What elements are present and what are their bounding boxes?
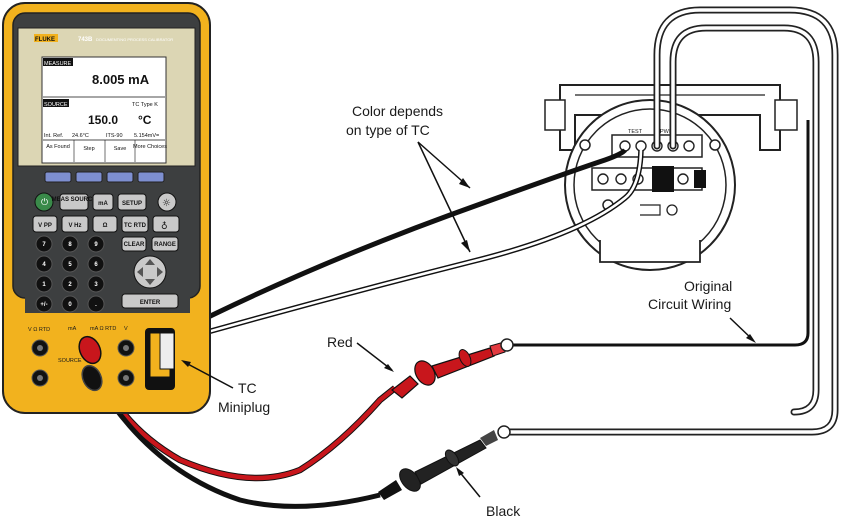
- vpp-button: [32, 215, 58, 233]
- softkey-save: Save: [114, 146, 127, 152]
- brand-text: FLUKE: [35, 37, 55, 43]
- softkey-labels: As Found Step Save More Choices: [46, 140, 167, 162]
- function-keys[interactable]: ⏻ MEAS SOURCE mA SETUP ☼ V PP V Hz Ω TC …: [32, 192, 180, 233]
- key-decimal[interactable]: .: [95, 302, 97, 308]
- source-value: 150.0: [88, 113, 118, 127]
- setup-button: [117, 193, 147, 211]
- key-9[interactable]: 9: [94, 242, 98, 248]
- jack-label-v: V: [124, 326, 128, 332]
- transmitter: TEST PWR: [544, 84, 798, 271]
- label-tc: TC: [238, 380, 257, 396]
- source-label: SOURCE: [44, 102, 68, 108]
- vhz-key-label: V Hz: [68, 223, 81, 229]
- its-label: ITS-90: [106, 133, 123, 139]
- softkey-more: More Choices: [133, 144, 167, 150]
- fluke-calibrator: FLUKE 743B DOCUMENTING PROCESS CALIBRATO…: [2, 2, 211, 414]
- power-button: [34, 192, 54, 212]
- red-clip: [391, 338, 514, 399]
- ohm-button: [92, 215, 118, 233]
- lcd-screen: [41, 56, 167, 164]
- softkey-as-found: As Found: [46, 144, 70, 150]
- meas-source-button: [59, 193, 89, 211]
- svg-text:⏻: ⏻: [41, 197, 48, 207]
- arrow-down-icon: [145, 279, 155, 285]
- callouts: Color depends on type of TC Original Cir…: [181, 103, 756, 519]
- tc-type: TC Type K: [132, 102, 158, 108]
- enter-key-label: ENTER: [140, 300, 161, 306]
- jack-label-ma-rtd: mA Ω RTD: [90, 326, 116, 332]
- int-ref-label: Int. Ref.: [44, 133, 64, 139]
- arrow-up-icon: [145, 259, 155, 265]
- black-plug: [81, 364, 103, 392]
- model-subtitle: DOCUMENTING PROCESS CALIBRATOR: [96, 37, 173, 42]
- label-miniplug: Miniplug: [218, 399, 270, 415]
- label-black: Black: [486, 503, 521, 519]
- label-color-depends-2: on type of TC: [346, 122, 430, 138]
- label-original-1: Original: [684, 278, 732, 294]
- vhz-button: [61, 215, 89, 233]
- enter-button: [121, 293, 179, 309]
- tc-wire-light: [171, 149, 643, 344]
- black-clip: [378, 425, 511, 500]
- model-text: 743B: [78, 37, 93, 43]
- key-8[interactable]: 8: [68, 242, 72, 248]
- label-red: Red: [327, 334, 353, 350]
- sensor-connector: [652, 166, 674, 192]
- backlight-button: [157, 192, 177, 212]
- ma-key-label: mA: [98, 201, 108, 207]
- terminal-label-test: TEST: [628, 129, 643, 135]
- key-1[interactable]: 1: [42, 282, 46, 288]
- key-2[interactable]: 2: [68, 282, 72, 288]
- key-7[interactable]: 7: [42, 242, 46, 248]
- arrow-left-icon: [137, 267, 143, 277]
- arrow-right-icon: [157, 267, 163, 277]
- key-6[interactable]: 6: [94, 262, 98, 268]
- svg-text:♁: ♁: [161, 221, 168, 232]
- clear-key-label: CLEAR: [124, 242, 145, 248]
- softkey-step: Step: [83, 146, 94, 152]
- fluke-logo: [34, 34, 58, 42]
- key-5[interactable]: 5: [68, 262, 72, 268]
- vpp-key-label: V PP: [38, 223, 52, 229]
- measure-value: 8.005 mA: [92, 72, 150, 87]
- setup-key-label: SETUP: [122, 201, 142, 207]
- jack-label-v-rtd: V Ω RTD: [28, 327, 50, 333]
- arrow-pad: [133, 255, 167, 289]
- mv-value: 5.154mV=: [134, 133, 159, 139]
- measure-label: MEASURE: [44, 61, 72, 67]
- jack-label-ma: mA: [68, 326, 77, 332]
- meas-source-label: MEAS SOURCE: [52, 197, 97, 203]
- key-3[interactable]: 3: [94, 282, 98, 288]
- terminal-screws-bottom: [597, 173, 689, 185]
- label-original-2: Circuit Wiring: [648, 296, 731, 312]
- terminal-label-pwr: PWR: [660, 129, 673, 135]
- range-key-label: RANGE: [154, 242, 176, 248]
- source-unit: °C: [138, 113, 152, 127]
- tc-rtd-key-label: TC RTD: [124, 223, 147, 229]
- key-0[interactable]: 0: [68, 302, 72, 308]
- black-lead-wire: [92, 376, 381, 509]
- label-color-depends-1: Color depends: [352, 103, 443, 119]
- ma-button: [92, 193, 114, 211]
- key-plus-minus[interactable]: +/-: [40, 302, 47, 308]
- jack-label-source: SOURCE: [58, 358, 82, 364]
- pressure-button: [152, 215, 180, 233]
- tc-miniplug: [159, 332, 175, 370]
- wiring: [88, 6, 839, 509]
- softkey-buttons[interactable]: [44, 171, 165, 183]
- ohm-key-label: Ω: [103, 223, 108, 229]
- jacks[interactable]: [31, 339, 135, 387]
- tc-wire-dark: [170, 148, 627, 338]
- nav-keys[interactable]: CLEAR RANGE ENTER: [121, 236, 179, 309]
- numeric-keypad[interactable]: 7 8 9 4 5 6 1 2 3 +/- 0 .: [35, 235, 105, 313]
- range-button: [151, 236, 179, 252]
- key-4[interactable]: 4: [42, 262, 46, 268]
- int-ref-value: 24.6°C: [72, 133, 89, 139]
- svg-text:☼: ☼: [162, 198, 171, 209]
- red-plug: [78, 335, 102, 365]
- clear-button: [121, 236, 147, 252]
- tc-rtd-button: [121, 215, 149, 233]
